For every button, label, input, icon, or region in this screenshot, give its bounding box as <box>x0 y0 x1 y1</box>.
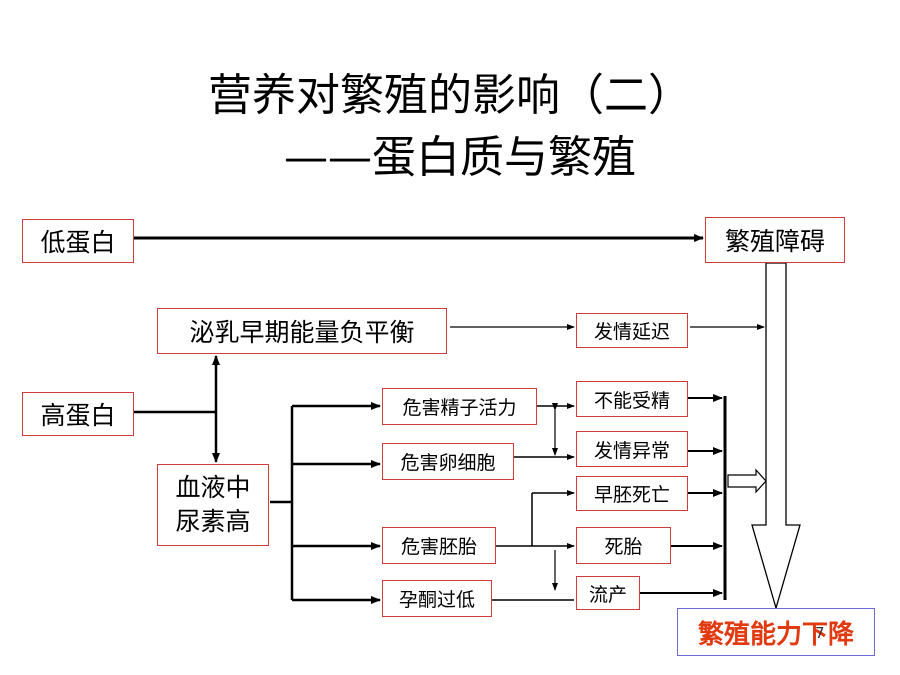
node-estrus-delay: 发情延迟 <box>576 313 688 348</box>
node-estrus-abnormal: 发情异常 <box>576 431 688 467</box>
slide-subtitle: ——蛋白质与繁殖 <box>284 132 636 183</box>
node-lactation-energy-balance: 泌乳早期能量负平衡 <box>157 308 447 354</box>
page-number: 7 <box>815 624 825 642</box>
node-low-protein: 低蛋白 <box>22 219 134 263</box>
node-progesterone-low: 孕酮过低 <box>382 580 492 617</box>
node-early-embryo-death: 早胚死亡 <box>576 476 688 511</box>
node-blood-urea: 血液中 尿素高 <box>157 464 269 546</box>
node-embryo-harm: 危害胚胎 <box>382 527 496 564</box>
node-egg-harm: 危害卵细胞 <box>382 443 514 480</box>
node-no-fertilization: 不能受精 <box>576 381 688 417</box>
node-blood-urea-line1: 血液中 <box>175 473 251 502</box>
node-reproduction-disorder: 繁殖障碍 <box>705 217 845 263</box>
node-fertility-decline: 繁殖能力下降 <box>677 608 875 656</box>
node-stillbirth: 死胎 <box>576 527 671 564</box>
node-abortion: 流产 <box>576 576 640 610</box>
hollow-arrow-icon <box>727 468 767 494</box>
big-down-arrow-icon <box>751 262 801 611</box>
node-sperm-harm: 危害精子活力 <box>382 388 537 425</box>
node-blood-urea-line2: 尿素高 <box>175 507 251 536</box>
slide-title: 营养对繁殖的影响（二） <box>208 70 692 121</box>
node-high-protein: 高蛋白 <box>22 392 134 436</box>
